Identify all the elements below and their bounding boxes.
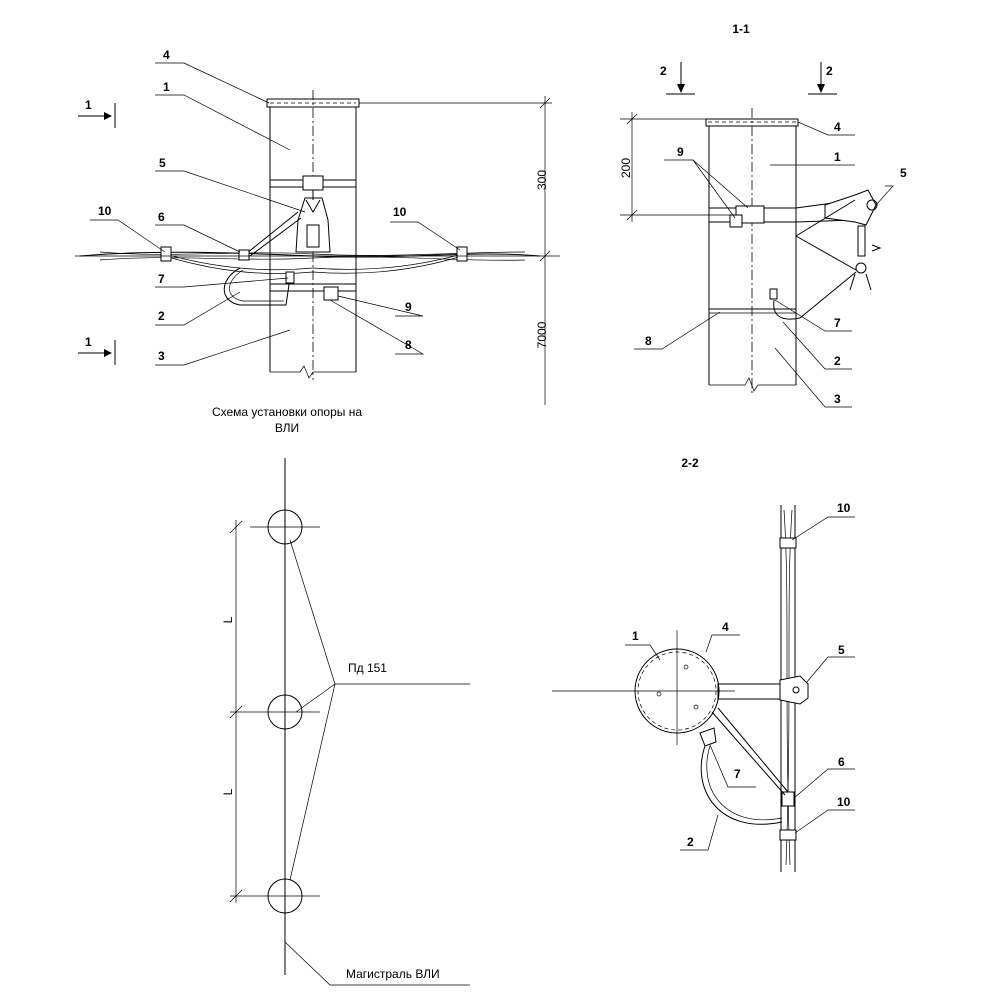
s22-callout-7: 7 <box>734 767 741 781</box>
s11-callout-4: 4 <box>834 120 841 134</box>
spacer-clamp-right <box>456 246 468 262</box>
drop-loop <box>223 267 291 306</box>
section-1-1-title: 1-1 <box>732 22 750 36</box>
spacer-clamp-left <box>160 246 172 262</box>
dimension-L-2: L <box>221 788 235 795</box>
plan-view: L L Пд 151 Магистраль ВЛИ <box>221 458 470 986</box>
band-clamp <box>323 286 339 301</box>
s22-clamp-top <box>779 537 797 549</box>
front-view: 1 1 300 7000 4 1 5 10 6 10 7 9 2 <box>75 48 560 435</box>
s22-callout-1: 1 <box>632 629 639 643</box>
s11-callout-5: 5 <box>900 166 907 180</box>
section-mark-2-right: 2 <box>826 64 833 78</box>
s11-callout-1: 1 <box>834 150 841 164</box>
section-2-2-title: 2-2 <box>681 456 699 470</box>
callout-4: 4 <box>163 48 170 62</box>
s22-callout-4: 4 <box>722 620 729 634</box>
s22-callout-2: 2 <box>687 835 694 849</box>
callout-1: 1 <box>163 80 170 94</box>
callout-2: 2 <box>158 309 165 323</box>
callout-10-right: 10 <box>393 205 407 219</box>
callout-8: 8 <box>405 338 412 352</box>
s11-callout-9: 9 <box>677 145 684 159</box>
dimension-200: 200 <box>619 158 633 178</box>
pole-type-label: Пд 151 <box>348 661 387 675</box>
section-1-1-view: 1-1 2 2 <box>619 22 907 408</box>
section-mark-1-top: 1 <box>85 98 92 112</box>
section-mark-1-bottom: 1 <box>85 335 92 349</box>
s11-callout-8: 8 <box>645 334 652 348</box>
front-view-caption: Схема установки опоры на <box>212 405 362 419</box>
callout-10-left: 10 <box>98 204 112 218</box>
callout-7: 7 <box>158 272 165 286</box>
callout-5: 5 <box>159 156 166 170</box>
s22-callout-10-bottom: 10 <box>837 795 851 809</box>
s22-callout-10-top: 10 <box>837 501 851 515</box>
main-line-label: Магистраль ВЛИ <box>346 967 440 981</box>
bracket-top <box>302 175 324 191</box>
s22-clamp-bottom <box>779 829 797 841</box>
callout-6: 6 <box>158 210 165 224</box>
dimension-L-1: L <box>221 616 235 623</box>
front-view-caption-line2: ВЛИ <box>275 421 299 435</box>
s11-callout-2: 2 <box>834 354 841 368</box>
callout-9: 9 <box>405 300 412 314</box>
dimension-300: 300 <box>535 170 549 190</box>
s11-callout-3: 3 <box>834 392 841 406</box>
dimension-7000: 7000 <box>535 321 549 348</box>
section-mark-2-left: 2 <box>660 64 667 78</box>
s11-callout-7: 7 <box>834 316 841 330</box>
section-2-2-view: 2-2 10 1 <box>552 456 855 872</box>
callout-3: 3 <box>158 349 165 363</box>
s22-callout-6: 6 <box>838 755 845 769</box>
s22-callout-5: 5 <box>838 643 845 657</box>
